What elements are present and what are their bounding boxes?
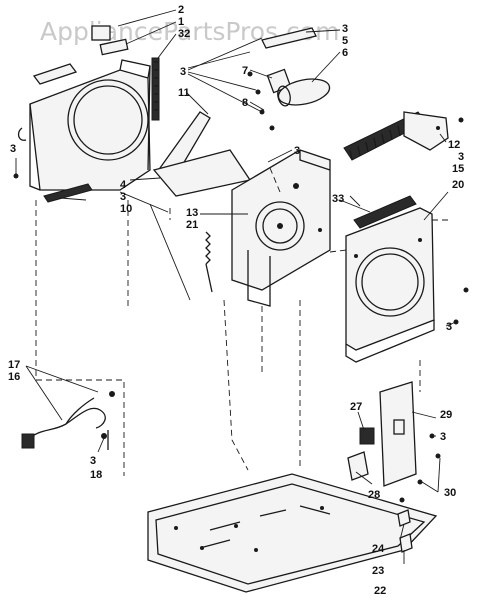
callout-12: 12 bbox=[448, 139, 460, 151]
callout-22: 22 bbox=[374, 585, 386, 597]
callout-23: 23 bbox=[372, 565, 384, 577]
part-top-clips bbox=[32, 25, 129, 85]
part-vertical-gasket bbox=[151, 57, 160, 121]
callout-3-switch: 3 bbox=[440, 431, 446, 443]
callout-1: 1 bbox=[178, 16, 184, 28]
callout-21: 21 bbox=[186, 219, 198, 231]
assembly-lines bbox=[35, 167, 452, 476]
callout-5: 5 bbox=[342, 35, 348, 47]
callout-3-bulkhead: 3 bbox=[294, 145, 300, 157]
part-spring bbox=[205, 231, 213, 293]
part-foam-strip bbox=[43, 183, 93, 203]
callout-17: 17 bbox=[8, 359, 20, 371]
callout-3-coil: 3 bbox=[458, 151, 464, 163]
part-gasket-33 bbox=[353, 195, 417, 229]
part-center-bulkhead bbox=[231, 149, 331, 307]
part-coil-top bbox=[343, 111, 464, 161]
callout-3-shroud: 3 bbox=[446, 321, 452, 333]
callout-2: 2 bbox=[178, 4, 184, 16]
callout-18: 18 bbox=[90, 469, 102, 481]
callout-8: 8 bbox=[242, 97, 248, 109]
callout-29: 29 bbox=[440, 409, 452, 421]
callout-4: 4 bbox=[120, 179, 127, 191]
leader-lines bbox=[25, 9, 457, 564]
callout-27: 27 bbox=[350, 401, 362, 413]
callout-30: 30 bbox=[444, 487, 456, 499]
part-right-shroud bbox=[345, 207, 469, 363]
part-control-switch bbox=[347, 381, 441, 487]
part-mounting-bracket bbox=[152, 111, 252, 197]
callout-33: 33 bbox=[332, 193, 344, 205]
callout-3-left: 3 bbox=[10, 143, 16, 155]
callout-11: 11 bbox=[178, 87, 190, 99]
part-base-pan bbox=[147, 473, 438, 593]
part-clip-left bbox=[13, 127, 27, 179]
callout-3-strip: 3 bbox=[120, 191, 126, 203]
callout-16: 16 bbox=[8, 371, 20, 383]
callout-15: 15 bbox=[452, 163, 464, 175]
callout-6: 6 bbox=[342, 47, 348, 59]
callout-10: 10 bbox=[120, 203, 132, 215]
callout-32: 32 bbox=[178, 28, 190, 40]
callout-7: 7 bbox=[242, 65, 248, 77]
callout-13: 13 bbox=[186, 207, 198, 219]
callout-20: 20 bbox=[452, 179, 464, 191]
callout-3-capacitor: 3 bbox=[180, 66, 186, 78]
part-left-shroud bbox=[29, 59, 151, 191]
part-power-cord bbox=[21, 391, 115, 450]
callout-28: 28 bbox=[368, 489, 380, 501]
callout-3-cord: 3 bbox=[90, 455, 96, 467]
callout-labels: 2 1 32 3 7 8 3 5 6 11 3 3 4 3 10 13 21 1… bbox=[8, 4, 464, 597]
callout-3-bracket: 3 bbox=[342, 23, 348, 35]
callout-24: 24 bbox=[372, 543, 385, 555]
part-capacitor-group bbox=[247, 27, 331, 131]
part-drain-fittings bbox=[397, 497, 413, 553]
